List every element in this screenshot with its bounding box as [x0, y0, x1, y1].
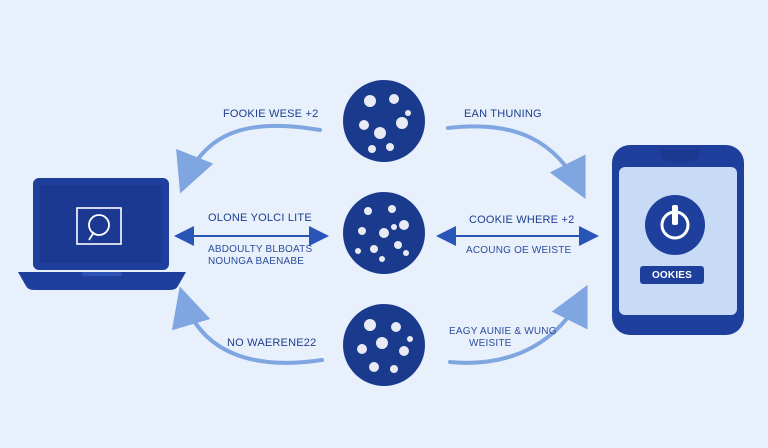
- cookie-chip: [403, 250, 409, 256]
- cookie-chip: [376, 337, 388, 349]
- label-bottom-left: NO WAERENE22: [227, 337, 317, 349]
- cookie-chip: [388, 205, 396, 213]
- label-top-left: FOOKIE WESE +2: [223, 108, 319, 120]
- label-mid-right: COOKIE WHERE +2: [469, 214, 575, 226]
- cookie-chip: [368, 145, 376, 153]
- cookie-chip: [357, 344, 367, 354]
- cookie-chip: [355, 248, 361, 254]
- cookie-chip: [399, 346, 409, 356]
- cookie-chip: [399, 220, 409, 230]
- cookie-chip: [394, 241, 402, 249]
- cookie-chip: [391, 322, 401, 332]
- phone-cookies-button[interactable]: OOKIES: [651, 270, 693, 281]
- cookie-chip: [407, 336, 413, 342]
- cookie-icon: [343, 192, 425, 274]
- cookie-chip: [386, 143, 394, 151]
- cookie-chip: [364, 95, 376, 107]
- arrow-top-left: [176, 123, 322, 194]
- cookie-chip: [379, 228, 389, 238]
- cookie-chip: [389, 94, 399, 104]
- label-mid-right-sub: ACOUNG OE WEISTE: [466, 245, 572, 256]
- cookie-chip: [358, 227, 366, 235]
- arrow-bottom-right: [448, 284, 588, 365]
- cookie-chip: [364, 319, 376, 331]
- label-mid-left: OLONE YOLCI LITE: [208, 212, 312, 224]
- cookie-chip: [359, 120, 369, 130]
- smartphone-icon: [612, 145, 744, 335]
- cookie-chip: [369, 362, 379, 372]
- cookie-chip: [391, 224, 397, 230]
- laptop-icon: [18, 178, 186, 290]
- label-top-right: EAN THUNING: [464, 108, 542, 120]
- arrow-top-right: [446, 124, 586, 200]
- cookie-icon: [343, 80, 425, 162]
- cookie-icon: [343, 304, 425, 386]
- label-mid-left-sub-1: ABDOULTY BLBOATS: [208, 244, 313, 255]
- label-mid-left-sub-2: NOUNGA BAENABE: [208, 256, 305, 267]
- cookie-chip: [405, 110, 411, 116]
- cookie-chip: [396, 117, 408, 129]
- label-bottom-right-2: WEISITE: [469, 338, 512, 349]
- cookie-chip: [390, 365, 398, 373]
- cookie-chip: [379, 256, 385, 262]
- cookie-chip: [364, 207, 372, 215]
- cookie-chip: [370, 245, 378, 253]
- label-bottom-right-1: EAGY AUNIE & WUNG: [449, 326, 557, 337]
- arrow-bottom-left: [171, 286, 324, 365]
- cookie-chip: [374, 127, 386, 139]
